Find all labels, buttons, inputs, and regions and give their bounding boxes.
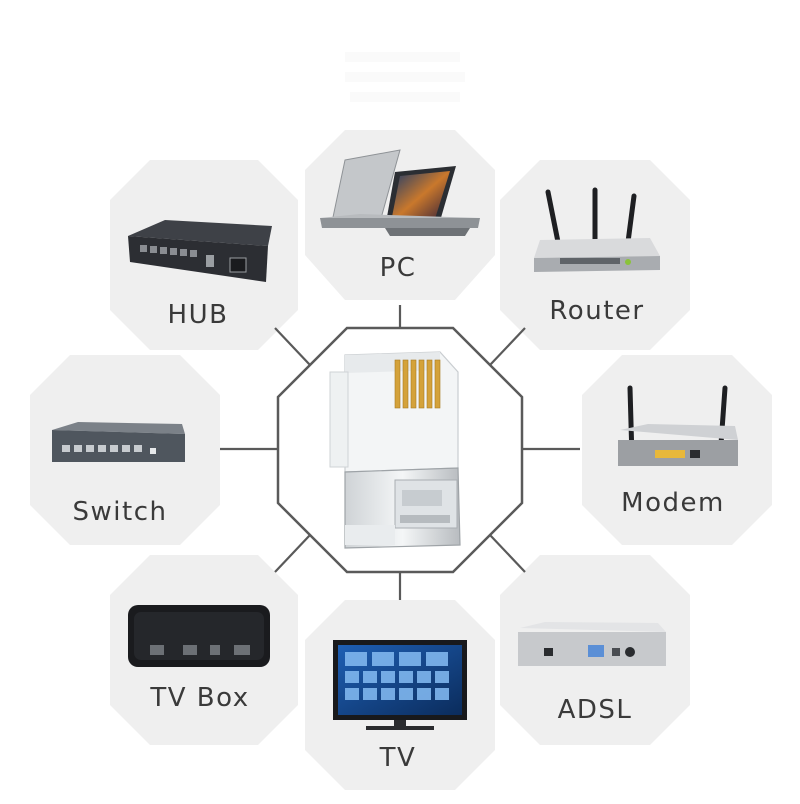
background-watermark <box>345 52 465 102</box>
line-to-hub <box>274 327 311 366</box>
label-switch: Switch <box>72 497 168 527</box>
router-icon <box>534 187 660 272</box>
label-hub: HUB <box>167 300 229 330</box>
label-tv: TV <box>379 743 417 773</box>
rj45-connector-icon <box>329 351 461 549</box>
modem-icon <box>618 385 738 466</box>
label-modem: Modem <box>621 488 725 518</box>
switch-icon <box>52 422 185 462</box>
connector-lines <box>220 305 580 600</box>
adsl-modem-icon <box>518 622 666 666</box>
television-icon <box>333 640 467 730</box>
label-adsl: ADSL <box>557 695 633 725</box>
line-to-router <box>489 327 526 366</box>
label-router: Router <box>549 296 645 326</box>
tv-box-icon <box>128 605 270 667</box>
hub-icon <box>128 220 272 282</box>
label-pc: PC <box>379 253 417 283</box>
laptop-icon <box>320 149 480 236</box>
label-tvbox: TV Box <box>150 683 250 713</box>
line-to-adsl <box>489 534 526 573</box>
line-to-tvbox <box>274 534 311 573</box>
